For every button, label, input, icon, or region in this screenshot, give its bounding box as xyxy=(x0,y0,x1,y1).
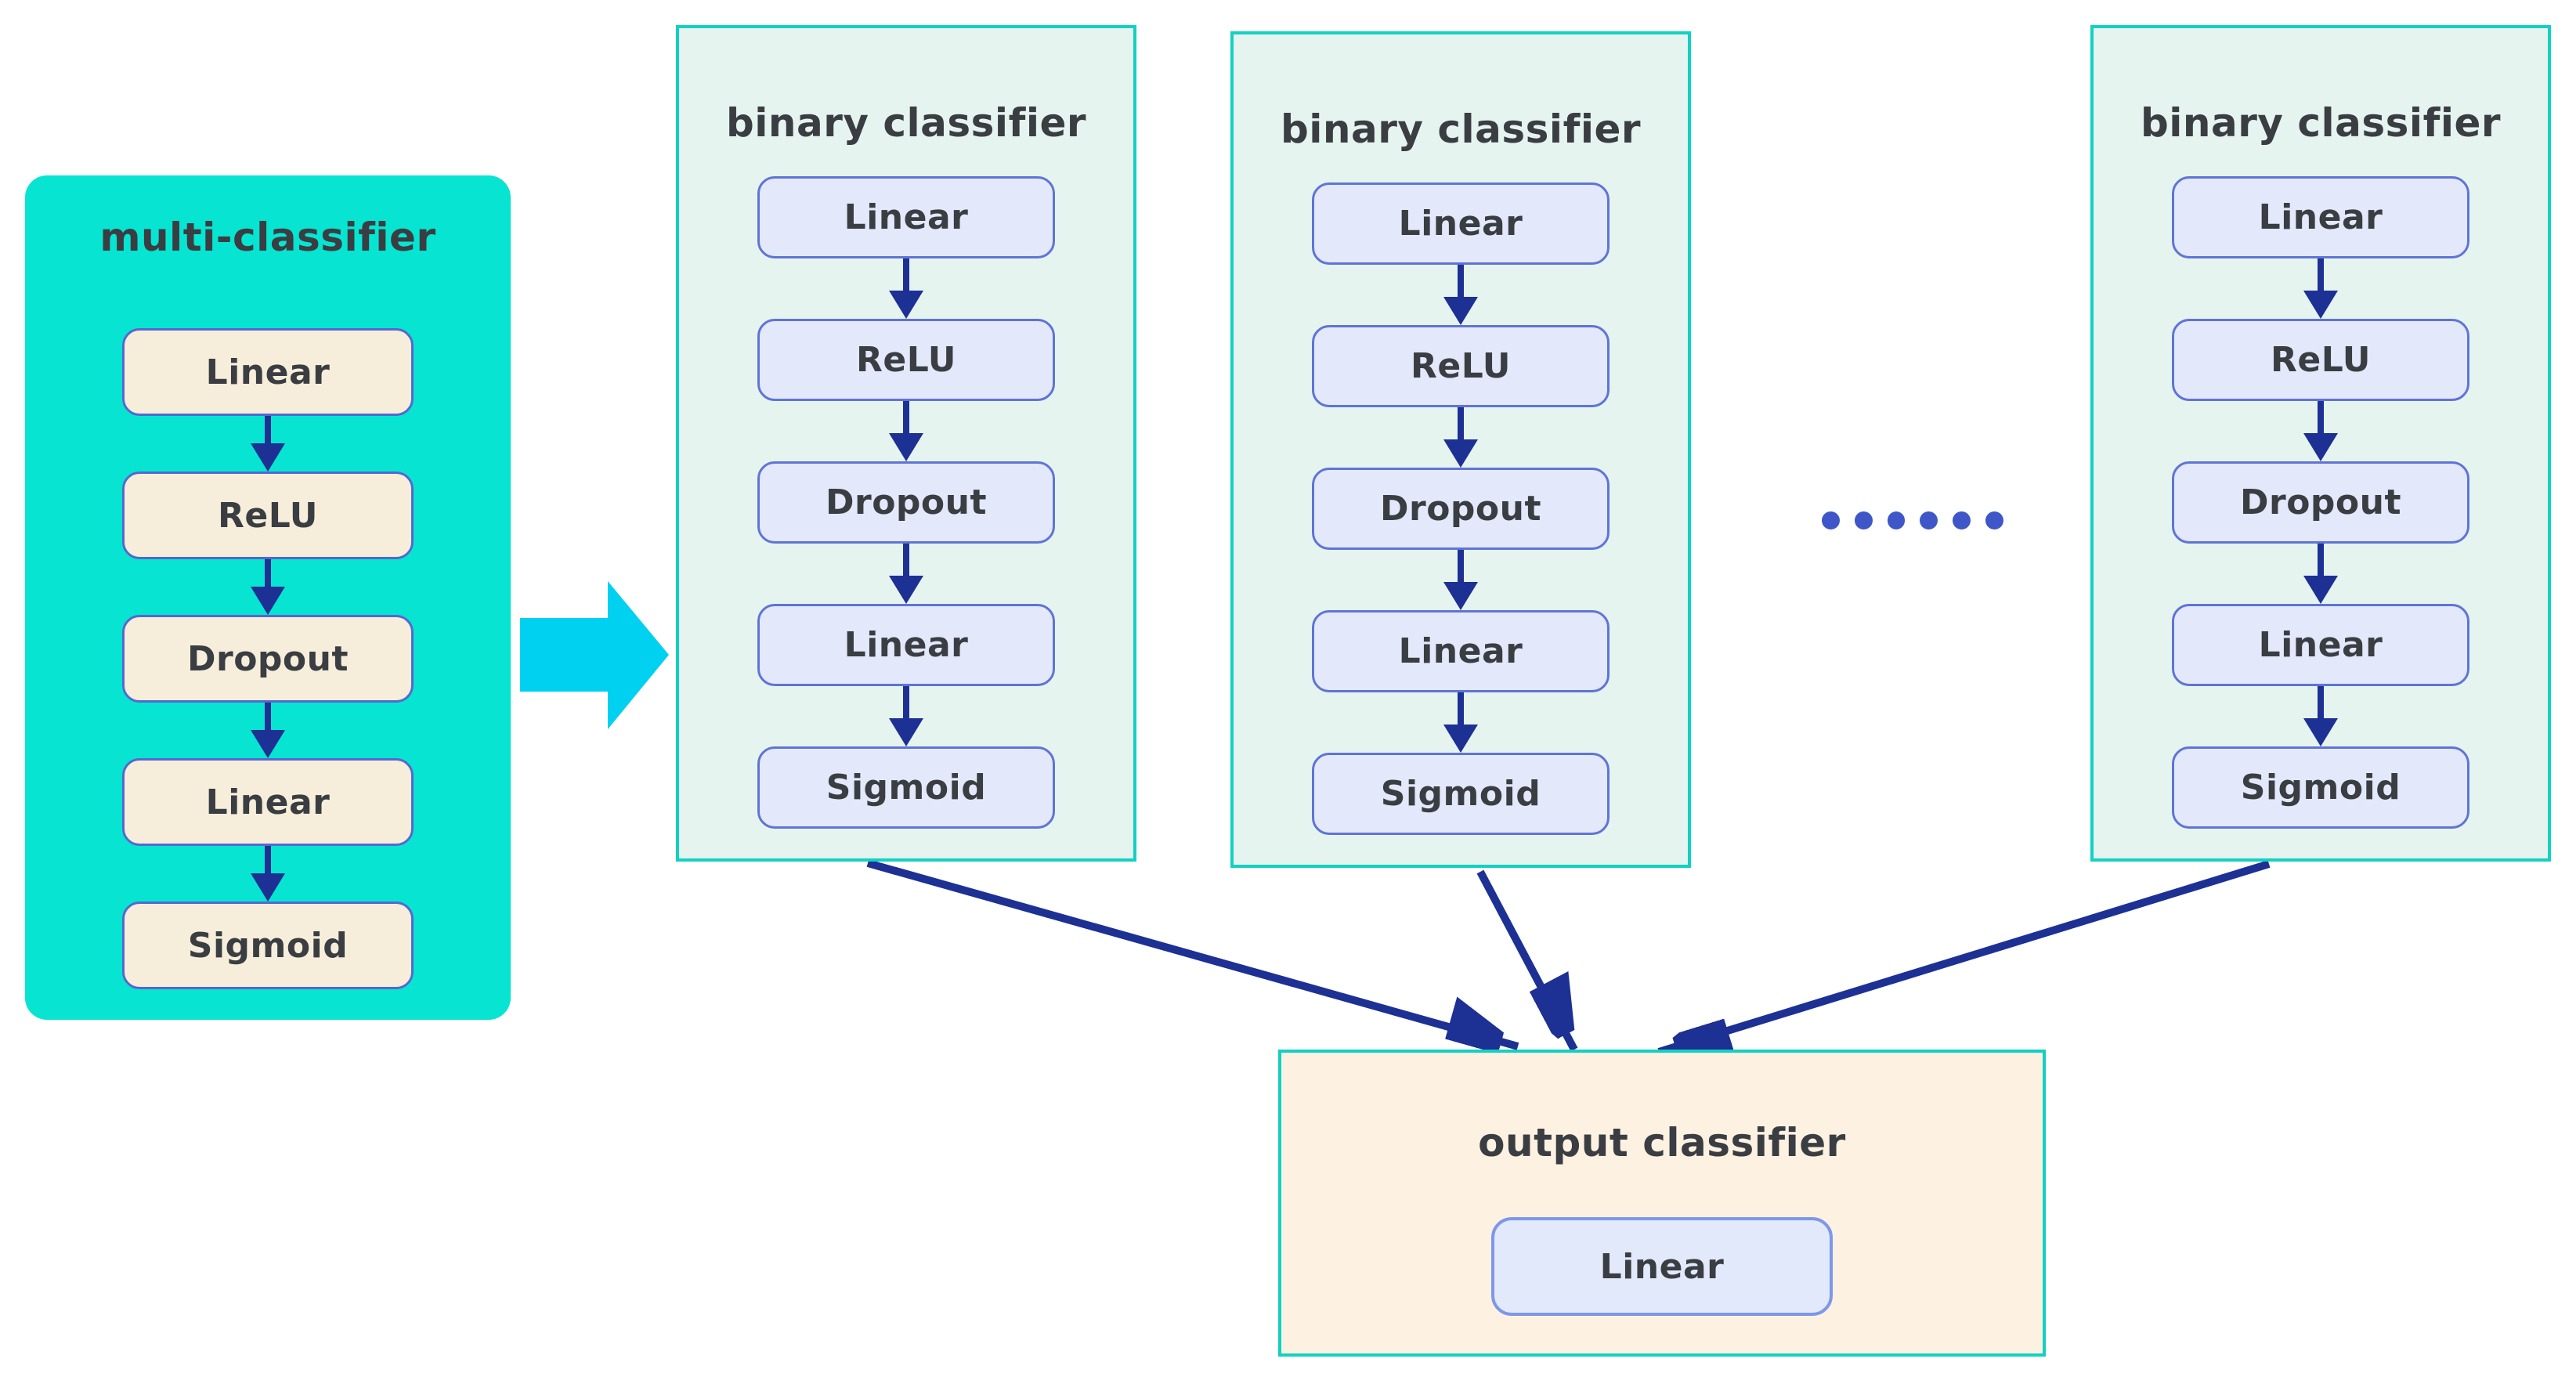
down-arrow-icon xyxy=(889,401,923,461)
down-arrow-icon xyxy=(251,703,285,758)
layer-box-sigmoid: Sigmoid xyxy=(1312,753,1610,835)
layer-box-dropout: Dropout xyxy=(2172,461,2469,544)
down-arrow-icon xyxy=(1443,265,1478,325)
down-arrow-icon xyxy=(1443,692,1478,753)
ellipsis-dot xyxy=(1887,511,1906,529)
output-classifier-group: output classifier Linear xyxy=(1278,1050,2046,1357)
layer-box-relu: ReLU xyxy=(2172,319,2469,401)
ellipsis-dot xyxy=(1985,511,2003,529)
layer-box-dropout: Dropout xyxy=(122,615,414,703)
down-arrow-icon xyxy=(2303,686,2338,746)
binary-classifier-3-title: binary classifier xyxy=(2140,100,2502,146)
output-classifier-layer-stack: Linear xyxy=(1491,1217,1833,1316)
arrow-binary1-to-output xyxy=(866,859,1519,1046)
down-arrow-icon xyxy=(1443,550,1478,610)
layer-box-relu: ReLU xyxy=(122,472,414,559)
layer-box-linear: Linear xyxy=(1491,1217,1833,1316)
ellipsis-dot xyxy=(1953,511,1971,529)
arrow-binary2-to-output xyxy=(1476,869,1578,1052)
down-arrow-icon xyxy=(2303,401,2338,461)
down-arrow-icon xyxy=(889,258,923,319)
transform-right-arrow-icon xyxy=(520,581,670,730)
binary-classifier-1-title: binary classifier xyxy=(725,100,1087,146)
down-arrow-icon xyxy=(251,416,285,472)
down-arrow-icon xyxy=(2303,544,2338,604)
binary-classifier-2-title: binary classifier xyxy=(1280,107,1642,152)
down-arrow-icon xyxy=(1443,407,1478,468)
ellipsis-dots xyxy=(1822,511,2003,529)
layer-box-linear: Linear xyxy=(122,328,414,416)
layer-box-linear: Linear xyxy=(2172,176,2469,258)
output-classifier-title: output classifier xyxy=(1478,1120,1846,1165)
arrow-binary3-to-output xyxy=(1657,860,2271,1052)
ellipsis-dot xyxy=(1822,511,1840,529)
multi-classifier-title: multi-classifier xyxy=(99,215,436,260)
down-arrow-icon xyxy=(251,846,285,902)
layer-box-dropout: Dropout xyxy=(757,461,1055,544)
layer-box-linear: Linear xyxy=(757,176,1055,258)
layer-box-sigmoid: Sigmoid xyxy=(2172,746,2469,829)
layer-box-relu: ReLU xyxy=(1312,325,1610,407)
layer-box-sigmoid: Sigmoid xyxy=(757,746,1055,829)
down-arrow-icon xyxy=(2303,258,2338,319)
layer-box-dropout: Dropout xyxy=(1312,468,1610,550)
layer-box-linear: Linear xyxy=(757,604,1055,686)
ellipsis-dot xyxy=(1920,511,1938,529)
layer-box-linear: Linear xyxy=(2172,604,2469,686)
down-arrow-icon xyxy=(251,559,285,615)
layer-box-linear: Linear xyxy=(1312,610,1610,692)
layer-box-linear: Linear xyxy=(1312,182,1610,265)
layer-box-relu: ReLU xyxy=(757,319,1055,401)
ellipsis-dot xyxy=(1854,511,1873,529)
down-arrow-icon xyxy=(889,686,923,746)
layer-box-sigmoid: Sigmoid xyxy=(122,902,414,989)
layer-box-linear: Linear xyxy=(122,758,414,846)
down-arrow-icon xyxy=(889,544,923,604)
